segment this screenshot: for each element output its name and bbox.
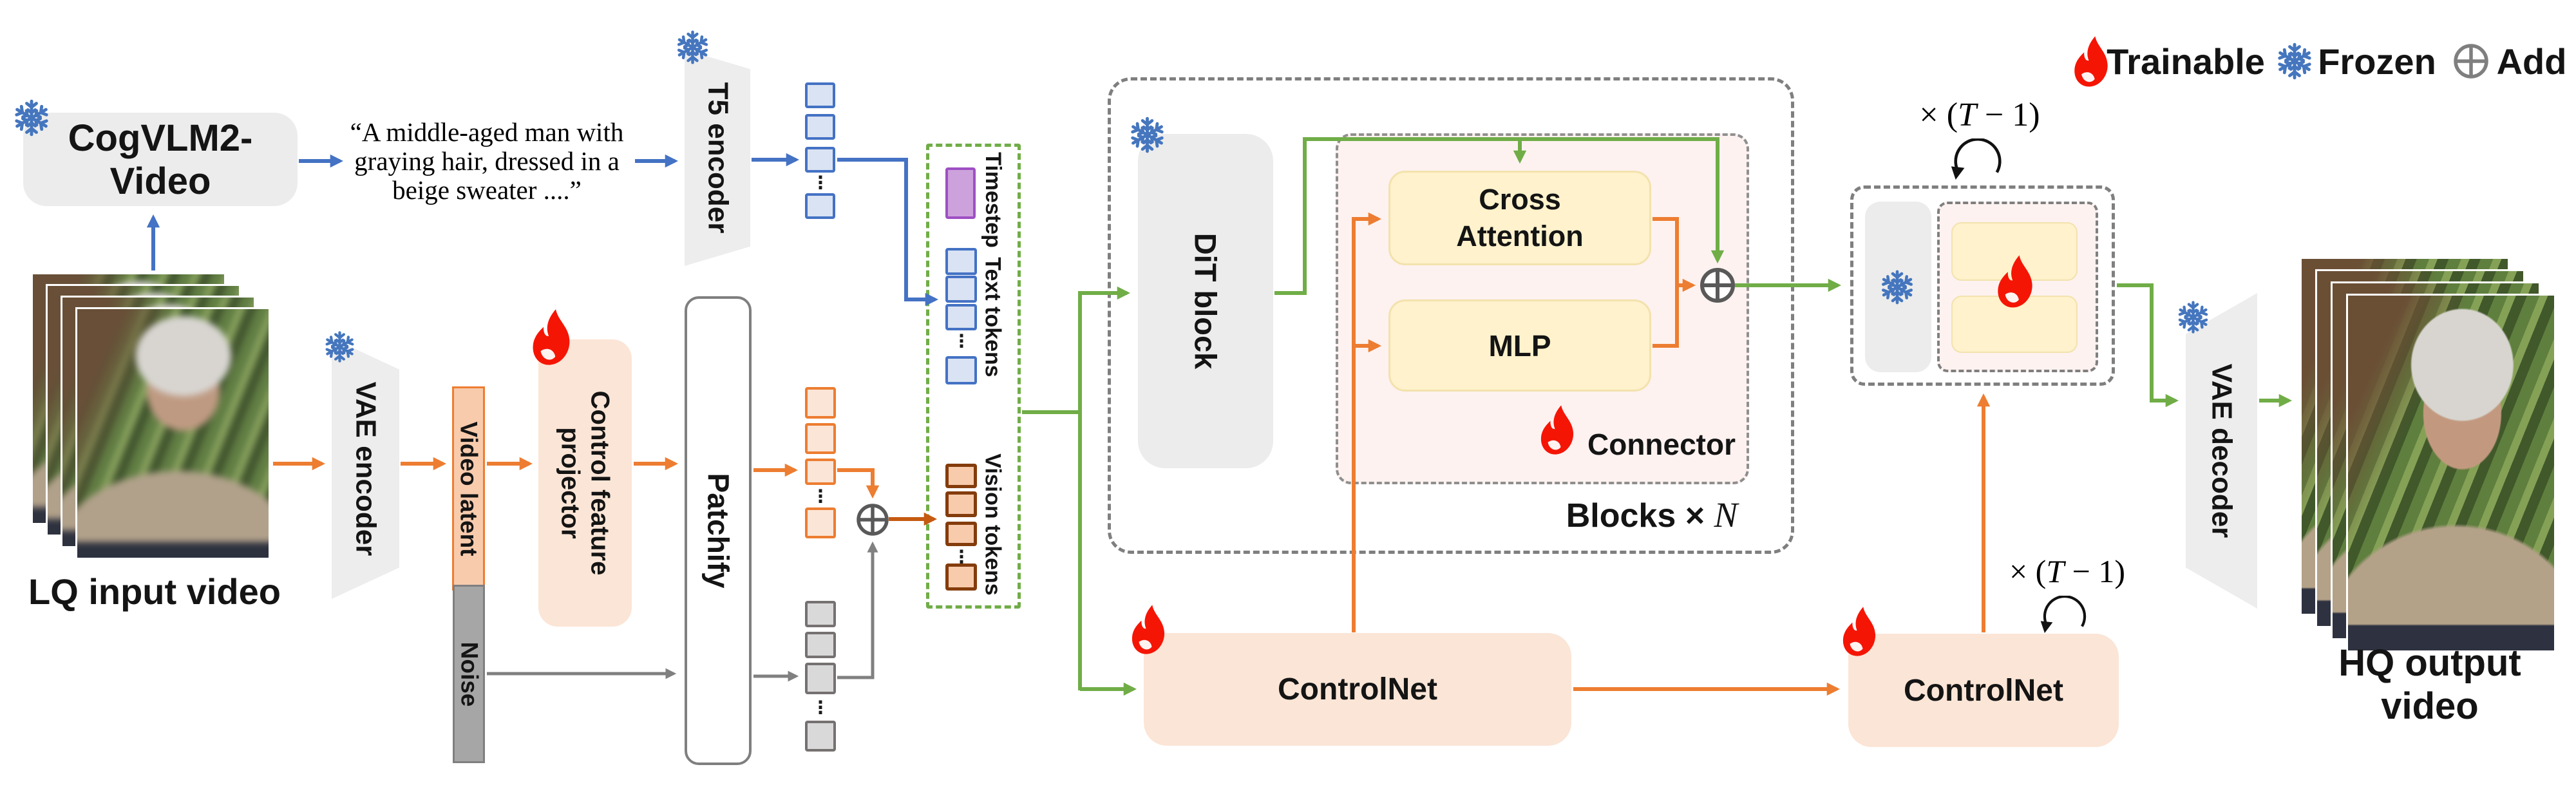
noise-patch-token <box>805 601 836 627</box>
text-tokens-label: Text tokens <box>980 257 1005 377</box>
latent-patch-token <box>805 507 836 538</box>
ellipsis-icon: ⋮ <box>811 173 829 193</box>
snowflake-icon <box>1879 269 1916 306</box>
add-legend-icon <box>2454 44 2488 79</box>
text-embedding-token <box>805 114 835 140</box>
cross-attention-line-2: Attention <box>1456 219 1584 252</box>
controlnet-2-label: ControlNet <box>1904 673 2063 708</box>
video-latent-node <box>452 386 485 591</box>
legend-add-label: Add <box>2496 41 2567 82</box>
dit-block-node <box>1138 134 1273 468</box>
dit-block-label: DiT block <box>1188 232 1223 370</box>
noise-node <box>453 585 485 763</box>
snowflake-icon <box>323 330 357 364</box>
ellipsis-icon: ⋮ <box>952 331 971 351</box>
hq-video-frame <box>2346 294 2556 652</box>
ellipsis-icon: ⋮ <box>811 697 829 717</box>
caption-line-3: beige sweater ....” <box>392 175 582 205</box>
lq-input-video-label: LQ input video <box>28 571 281 612</box>
controlnet-1-label: ControlNet <box>1278 672 1437 706</box>
noise-patch-token <box>805 632 836 658</box>
timestep-label: Timestep <box>980 151 1005 248</box>
timestep-token <box>945 167 976 219</box>
fire-icon <box>1129 604 1168 656</box>
mlp-label: MLP <box>1488 328 1551 363</box>
patchify-label: Patchify <box>701 473 735 589</box>
add-node-small <box>857 504 889 536</box>
blocks-count-label: Blocks × N <box>1566 495 1738 535</box>
text-embedding-token <box>805 82 835 108</box>
text-embedding-token <box>805 147 835 173</box>
cross-attention-node: Cross Attention <box>1388 171 1651 265</box>
t5-encoder-label: T5 encoder <box>702 82 734 234</box>
noise-patch-token <box>805 663 836 694</box>
controlnet-1-node: ControlNet <box>1144 633 1571 746</box>
noise-patch-token <box>805 721 836 752</box>
legend-frozen-label: Frozen <box>2318 41 2436 82</box>
fire-icon <box>2071 35 2111 88</box>
fire-icon <box>1840 606 1879 658</box>
text-embedding-token <box>805 193 835 219</box>
noise-label: Noise <box>456 641 483 706</box>
cfp-label-line-2: projector <box>556 427 585 539</box>
ellipsis-icon: ⋮ <box>952 547 971 567</box>
text-token <box>945 248 977 275</box>
video-latent-label: Video latent <box>455 421 482 556</box>
ellipsis-icon: ⋮ <box>811 486 829 506</box>
text-token <box>945 304 977 330</box>
fire-icon <box>1538 404 1577 456</box>
loop-count-right-label: × (T − 1) <box>2009 553 2126 589</box>
snowflake-icon <box>2175 299 2211 335</box>
vae-decoder-label: VAE decoder <box>2206 363 2238 538</box>
snowflake-icon <box>2275 41 2315 81</box>
vision-tokens-label: Vision tokens <box>980 453 1005 596</box>
loop-count-top-label: × (T − 1) <box>1919 96 2040 133</box>
cogvlm2-video-node: CogVLM2-Video <box>23 113 298 206</box>
text-token <box>945 276 977 303</box>
vision-token <box>945 564 977 591</box>
controlnet-2-node: ControlNet <box>1848 634 2119 747</box>
caption-line-2: graying hair, dressed in a <box>354 146 620 176</box>
caption-line-1: “A middle-aged man with <box>350 117 624 147</box>
text-token <box>945 356 977 384</box>
cfp-label-line-1: Control feature <box>585 390 614 576</box>
snowflake-icon <box>12 98 52 138</box>
vae-encoder-label: VAE encoder <box>350 381 382 556</box>
cogvlm2-video-label: CogVLM2-Video <box>68 117 253 202</box>
snowflake-icon <box>674 29 711 66</box>
vision-token <box>945 464 977 488</box>
fire-icon <box>529 308 573 367</box>
snowflake-icon <box>1128 115 1167 155</box>
token-sequence-box <box>926 144 1021 609</box>
cross-attention-line-1: Cross <box>1479 183 1561 216</box>
caption-text: “A middle-aged man with graying hair, dr… <box>346 117 627 205</box>
mlp-node: MLP <box>1388 299 1651 392</box>
patchify-node <box>685 296 752 765</box>
latent-patch-token <box>805 459 836 485</box>
vae-decoder-node <box>2186 293 2257 609</box>
connector-label: Connector <box>1587 428 1736 461</box>
loop-arrow-icon <box>1951 138 2005 180</box>
hq-output-video-label: HQ output video <box>2338 642 2521 727</box>
t5-encoder-node <box>685 50 750 266</box>
lq-video-frame <box>75 307 270 560</box>
vision-token <box>945 522 977 546</box>
legend-trainable-label: Trainable <box>2107 41 2265 82</box>
vision-token <box>945 491 977 517</box>
latent-patch-token <box>805 387 836 419</box>
fire-icon <box>1994 254 2036 309</box>
latent-patch-token <box>805 423 836 454</box>
vae-encoder-node <box>332 338 399 599</box>
control-feature-projector-node <box>538 339 632 627</box>
loop-arrow-icon <box>2040 596 2089 633</box>
